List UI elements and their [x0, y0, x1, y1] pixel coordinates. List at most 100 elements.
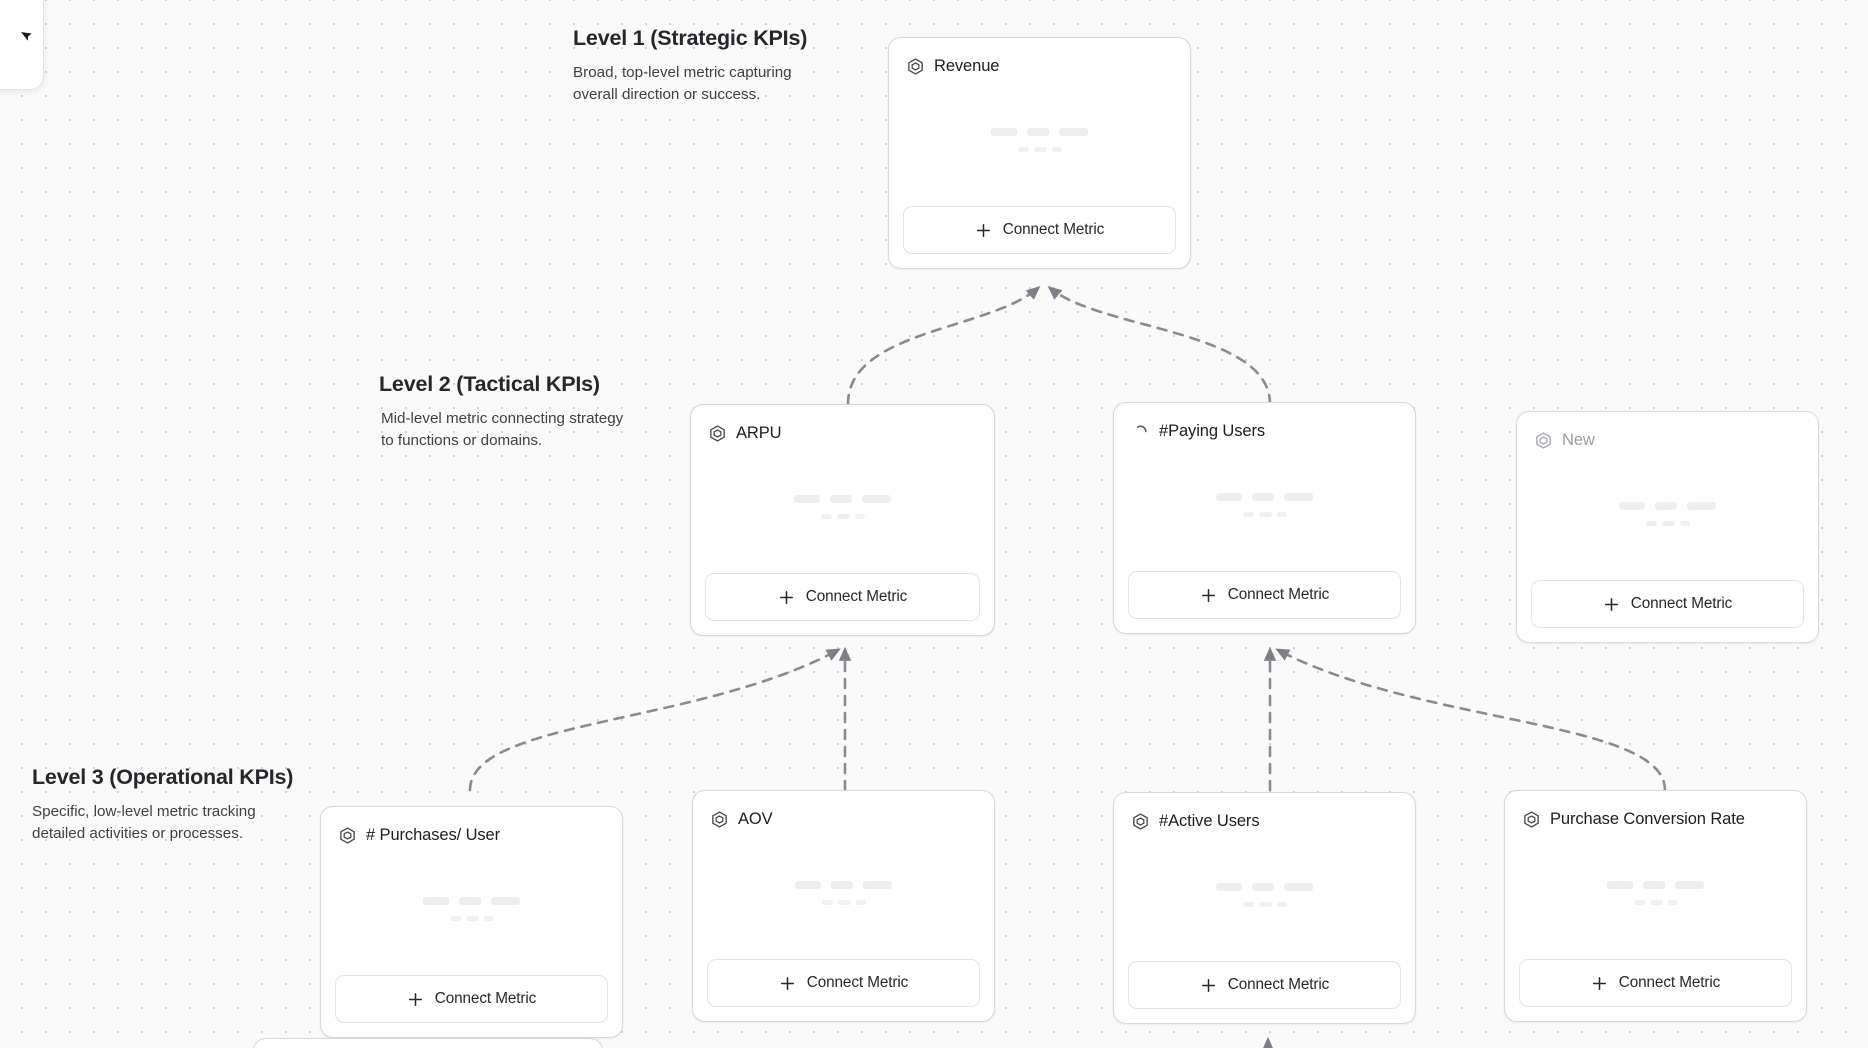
skeleton-bar [831, 881, 853, 889]
skeleton-bar [794, 495, 820, 503]
metric-card-purchases-user[interactable]: # Purchases/ User Connect Metric [320, 806, 623, 1038]
hexagon-icon [712, 811, 727, 828]
corner-floating-panel[interactable] [0, 0, 44, 90]
skeleton-row-small [1017, 147, 1062, 152]
skeleton-bar [1643, 881, 1665, 889]
skeleton-bar [1645, 521, 1657, 526]
skeleton-bar [1033, 147, 1047, 152]
skeleton-bar [1667, 900, 1678, 905]
card-header: # Purchases/ User [321, 807, 622, 849]
skeleton-row-small [1633, 900, 1678, 905]
card-title: New [1562, 431, 1595, 449]
plus-icon [976, 223, 990, 237]
metric-card-paying-users[interactable]: #Paying Users Connect Metric [1113, 402, 1416, 634]
card-skeleton-body [693, 833, 994, 959]
connect-metric-label: Connect Metric [1618, 974, 1721, 991]
metric-card-new[interactable]: New Connect Metric [1516, 411, 1819, 643]
hexagon-icon [908, 58, 923, 75]
card-header: ARPU [691, 405, 994, 447]
card-title: AOV [738, 810, 773, 828]
skeleton-bar [1051, 147, 1062, 152]
skeleton-row-small [821, 900, 866, 905]
skeleton-bar [1649, 900, 1663, 905]
connect-metric-button[interactable]: Connect Metric [1128, 571, 1401, 619]
edge-purchase-conversion-to-paying-users [1275, 648, 1667, 792]
edge-purchases-user-to-arpu [468, 648, 841, 792]
skeleton-bar [862, 495, 891, 503]
skeleton-bar [1687, 502, 1716, 510]
spinner-icon [1136, 425, 1147, 433]
skeleton-bar [449, 916, 461, 921]
card-header [254, 1039, 602, 1048]
skeleton-bar [854, 514, 865, 519]
connect-metric-button[interactable]: Connect Metric [335, 975, 608, 1023]
skeleton-row [1619, 502, 1716, 510]
skeleton-bar [1216, 493, 1242, 501]
connect-metric-button[interactable]: Connect Metric [1128, 961, 1401, 1009]
metric-card-active-users[interactable]: #Active Users Connect Metric [1113, 792, 1416, 1024]
metric-card-arpu[interactable]: ARPU Connect Metric [690, 404, 995, 636]
connect-metric-button[interactable]: Connect Metric [1531, 580, 1804, 628]
connect-metric-button[interactable]: Connect Metric [707, 959, 980, 1007]
plus-icon [1201, 588, 1215, 602]
level-1-heading-group: Level 1 (Strategic KPIs) Broad, top-leve… [573, 26, 825, 105]
skeleton-row-small [449, 916, 494, 921]
skeleton-bar [1059, 128, 1088, 136]
hexagon-icon [1524, 811, 1539, 828]
plus-icon [1592, 976, 1606, 990]
card-skeleton-body [1114, 835, 1415, 961]
card-header: New [1517, 412, 1818, 454]
card-skeleton-body [1505, 833, 1806, 959]
skeleton-bar [1276, 902, 1287, 907]
plus-icon [408, 992, 422, 1006]
skeleton-bar [820, 514, 832, 519]
card-skeleton-body [889, 80, 1190, 206]
skeleton-bar [1252, 883, 1274, 891]
level-3-heading-group: Level 3 (Operational KPIs) Specific, low… [32, 765, 293, 844]
plus-icon [1201, 978, 1215, 992]
metric-card-offscreen-bottom[interactable] [253, 1038, 603, 1048]
skeleton-bar [1027, 128, 1049, 136]
connect-metric-button[interactable]: Connect Metric [1519, 959, 1792, 1007]
skeleton-bar [423, 897, 449, 905]
skeleton-bar [459, 897, 481, 905]
skeleton-bar [1284, 493, 1313, 501]
card-header: #Active Users [1114, 793, 1415, 835]
card-title: # Purchases/ User [366, 826, 501, 844]
plus-icon [1604, 597, 1618, 611]
skeleton-bar [855, 900, 866, 905]
card-skeleton-body [1114, 445, 1415, 571]
skeleton-bar [465, 916, 479, 921]
card-title: Revenue [934, 57, 1000, 75]
connect-metric-button[interactable]: Connect Metric [903, 206, 1176, 254]
skeleton-row [423, 897, 520, 905]
card-header: Purchase Conversion Rate [1505, 791, 1806, 833]
connect-metric-button[interactable]: Connect Metric [705, 573, 980, 621]
metric-card-purchase-conversion-rate[interactable]: Purchase Conversion Rate Connect Metric [1504, 790, 1807, 1022]
cursor-icon [20, 32, 32, 41]
plus-icon [780, 976, 794, 990]
skeleton-row-small [820, 514, 865, 519]
hexagon-icon [1536, 432, 1551, 449]
skeleton-bar [1242, 512, 1254, 517]
skeleton-bar [1276, 512, 1287, 517]
skeleton-bar [483, 916, 494, 921]
level-3-title: Level 3 (Operational KPIs) [32, 765, 294, 789]
card-header: AOV [693, 791, 994, 833]
card-skeleton-body [691, 447, 994, 573]
skeleton-row [1216, 493, 1313, 501]
card-header: Revenue [889, 38, 1190, 80]
metric-card-revenue[interactable]: Revenue Connect Metric [888, 37, 1191, 269]
hexagon-icon [1133, 813, 1148, 830]
skeleton-bar [1607, 881, 1633, 889]
skeleton-bar [837, 900, 851, 905]
level-3-description: Specific, low-level metric tracking deta… [32, 803, 256, 842]
skeleton-row [794, 495, 891, 503]
metric-card-aov[interactable]: AOV Connect Metric [692, 790, 995, 1022]
hexagon-icon [710, 425, 725, 442]
card-title: ARPU [736, 424, 782, 442]
skeleton-bar [1661, 521, 1675, 526]
skeleton-bar [1284, 883, 1313, 891]
skeleton-bar [821, 900, 833, 905]
